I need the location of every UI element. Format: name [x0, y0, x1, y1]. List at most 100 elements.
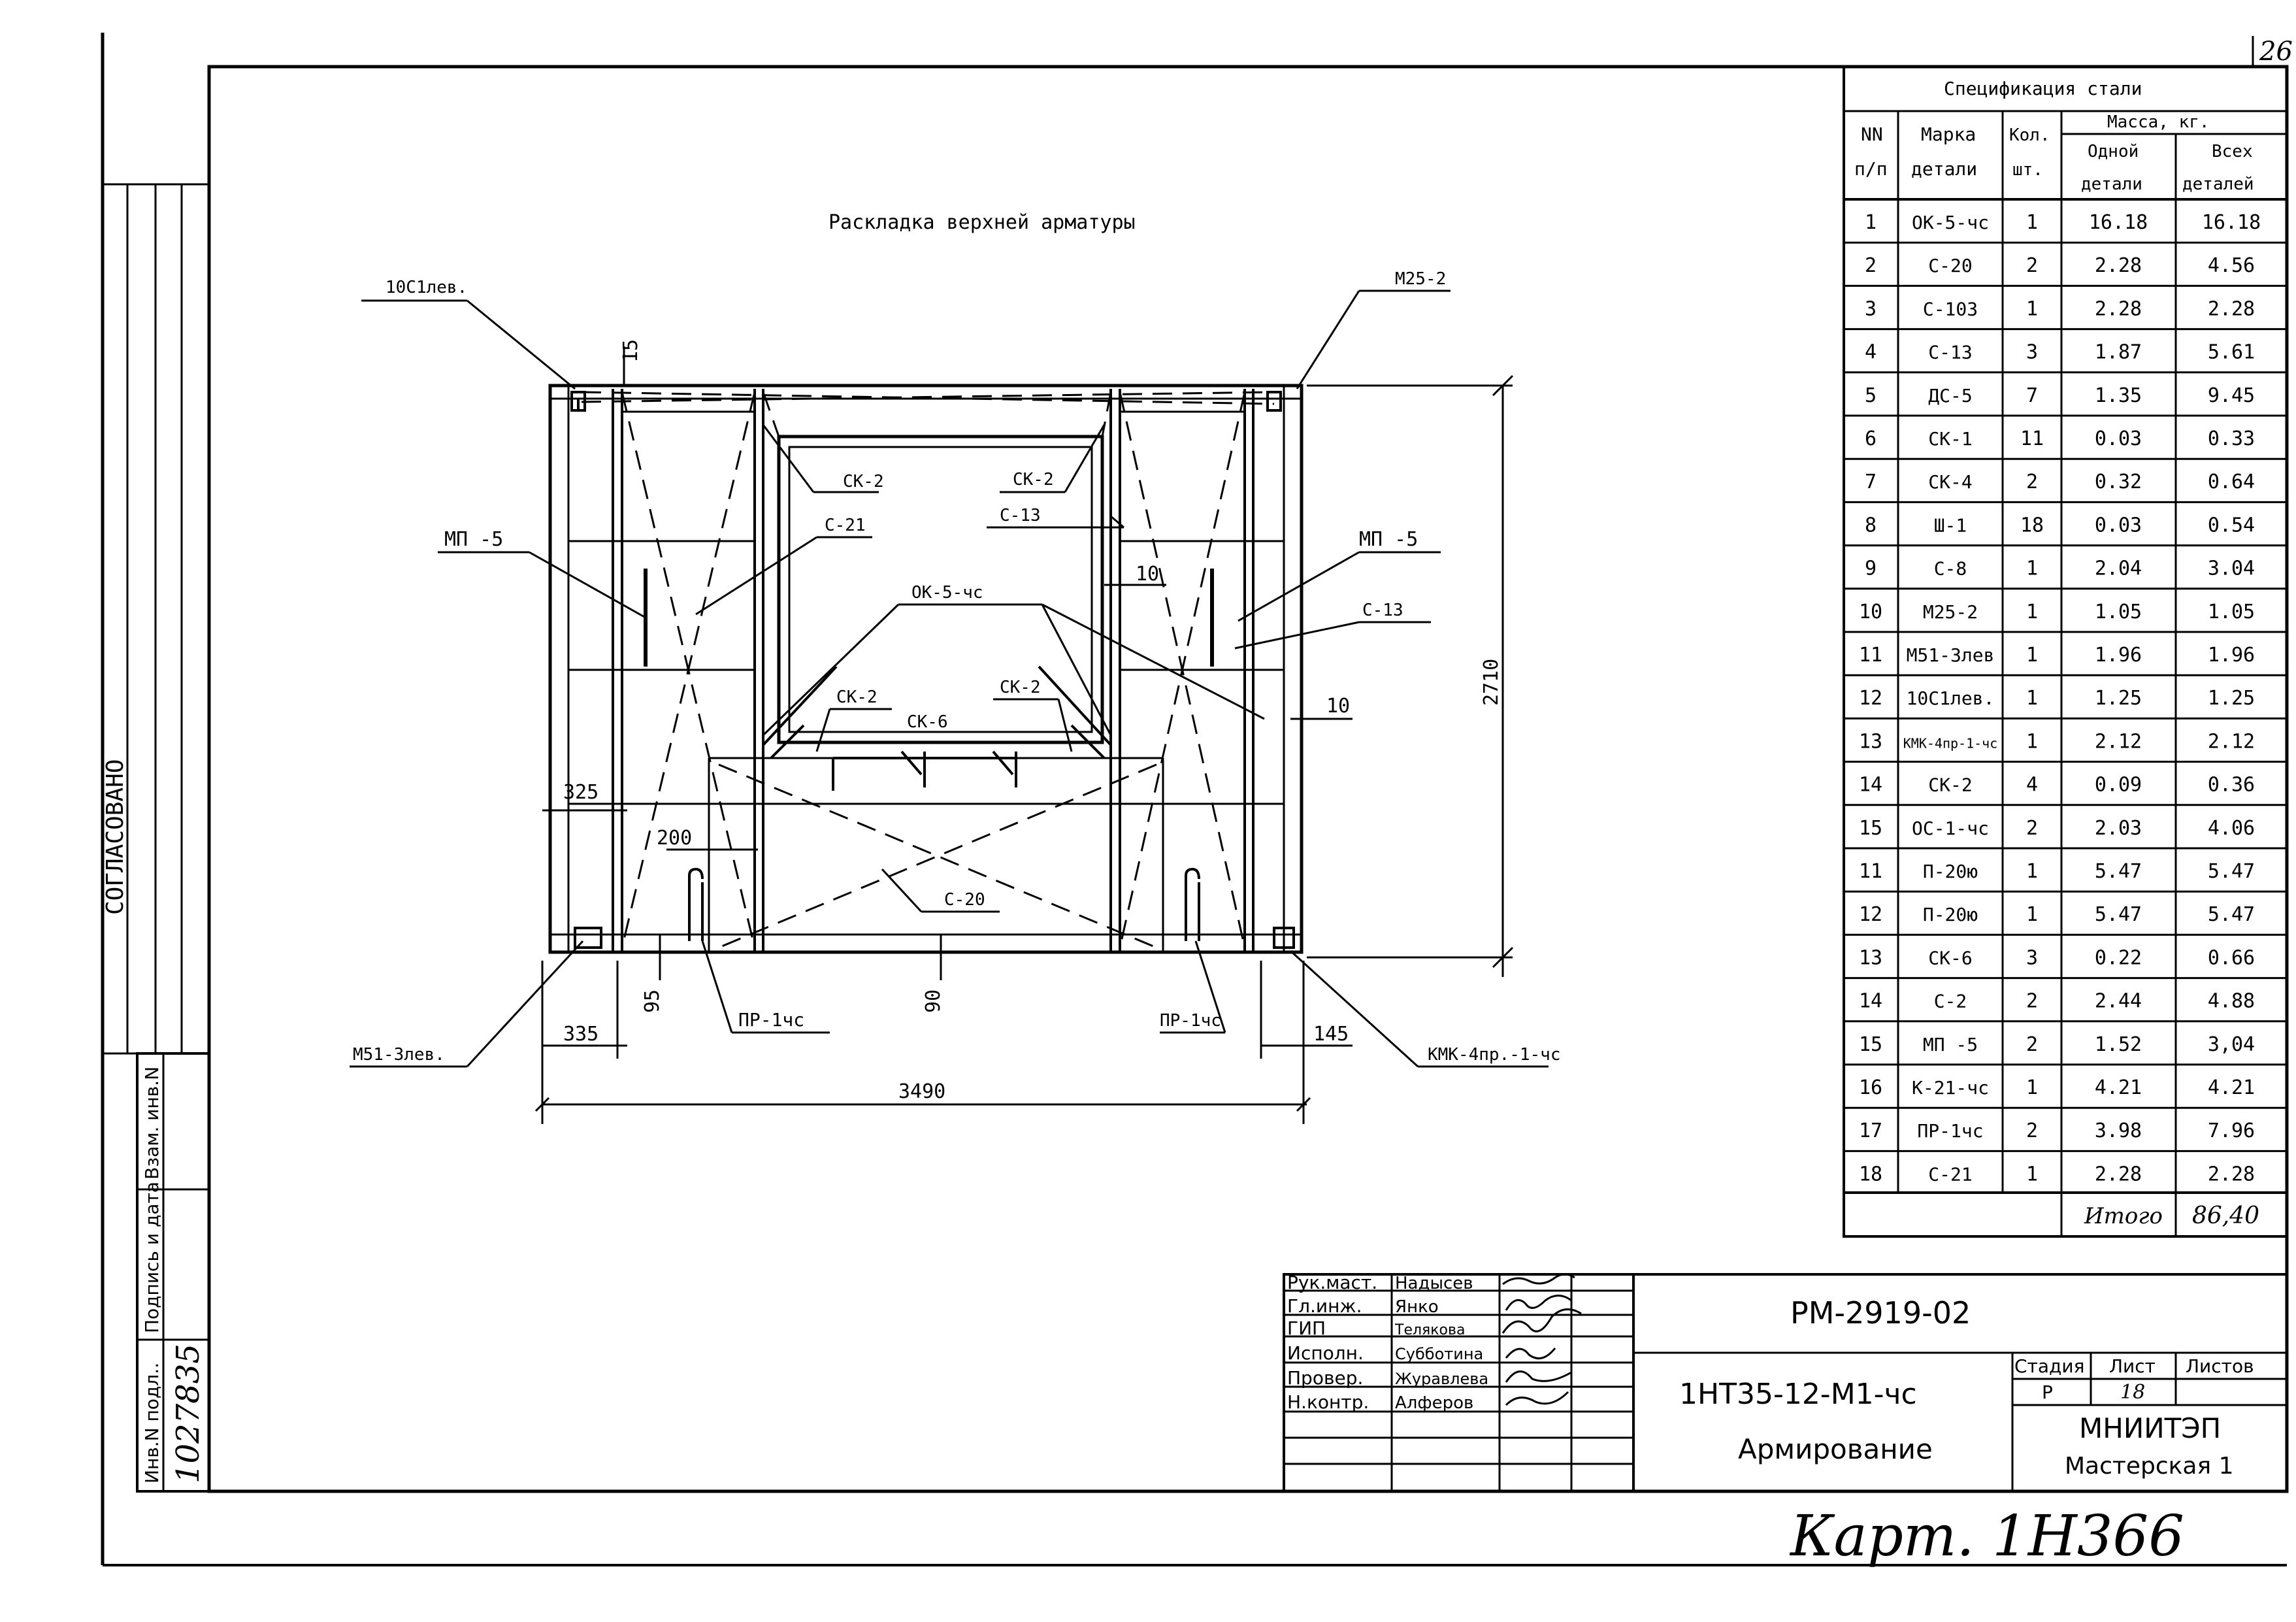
spec-cell-k: 1: [2026, 903, 2038, 926]
spec-cell-k: 1: [2026, 687, 2038, 710]
spec-cell-m: М51-3лев: [1907, 644, 1995, 666]
spec-cell-one: 2.28: [2095, 254, 2142, 277]
spec-cell-k: 2: [2026, 990, 2038, 1013]
callout-ck2-a: СК-2: [843, 472, 884, 491]
spec-cell-k: 1: [2026, 297, 2038, 320]
spec-cell-m: ДС-5: [1928, 385, 1972, 406]
spec-cell-one: 1.35: [2095, 384, 2142, 407]
spec-cell-all: 5.61: [2208, 341, 2255, 364]
spec-cell-all: 2.28: [2208, 297, 2255, 320]
spec-cell-one: 0.03: [2095, 514, 2142, 537]
name-2: Янко: [1395, 1297, 1439, 1317]
spec-cell-one: 1.25: [2095, 687, 2142, 710]
dim-145: 145: [1313, 1023, 1349, 1046]
spec-cell-k: 7: [2026, 384, 2038, 407]
spec-cell-m: ОК-5-чс: [1912, 212, 1989, 233]
spec-cell-one: 3.98: [2095, 1119, 2142, 1142]
spec-cell-n: 17: [1859, 1119, 1882, 1142]
workshop-name: Мастерская 1: [2065, 1453, 2234, 1480]
spec-cell-k: 3: [2026, 946, 2038, 969]
spec-h-marka2: детали: [1911, 158, 1977, 180]
spec-cell-m: С-2: [1934, 991, 1967, 1012]
callout-c13-b: С-13: [1362, 601, 1403, 620]
spec-total-value: 86,40: [2192, 1202, 2259, 1229]
dim-95: 95: [641, 989, 664, 1013]
spec-cell-n: 13: [1859, 946, 1882, 969]
diagonal-bars: [581, 391, 1275, 949]
agreed-label: СОГЛАСОВАНО: [102, 759, 129, 915]
spec-h-mass: Масса, кг.: [2107, 112, 2210, 132]
role-4: Исполн.: [1287, 1342, 1364, 1364]
spec-table-grid: [1843, 65, 2288, 1238]
spec-cell-m: С-13: [1928, 342, 1972, 363]
spec-cell-m: СК-2: [1928, 774, 1972, 796]
spec-cell-m: МП -5: [1923, 1034, 1978, 1055]
corner-bars: [570, 391, 1295, 949]
org-name: МНИИТЭП: [2079, 1412, 2221, 1444]
doc-code: РМ-2919-02: [1790, 1295, 1971, 1331]
callout-ck2-c: СК-2: [836, 687, 877, 707]
dim-325: 325: [563, 781, 599, 804]
spec-h-nn: NN: [1861, 124, 1883, 145]
callout-kmk: КМК-4пр.-1-чс: [1428, 1045, 1561, 1065]
dim-10-b: 10: [1326, 695, 1350, 718]
spec-cell-k: 3: [2026, 341, 2038, 364]
sheet-title: Армирование: [1738, 1433, 1933, 1465]
spec-cell-k: 2: [2026, 471, 2038, 493]
stamp-inv-number: 1027835: [170, 1344, 206, 1483]
spec-cell-all: 4.88: [2208, 990, 2255, 1013]
spec-cell-k: 1: [2026, 557, 2038, 580]
spec-cell-k: 1: [2026, 860, 2038, 883]
callout-c13-a: С-13: [1000, 506, 1041, 525]
sheets-header: Листов: [2186, 1355, 2254, 1377]
spec-h-all2: деталей: [2182, 174, 2254, 194]
name-3: Телякова: [1394, 1322, 1465, 1338]
spec-cell-n: 1: [1865, 211, 1877, 234]
spec-cell-one: 2.28: [2095, 297, 2142, 320]
callout-m51: М51-3лев.: [353, 1045, 445, 1065]
spec-cell-all: 1.05: [2208, 601, 2255, 623]
role-1: Рук.маст.: [1287, 1272, 1377, 1293]
sheet-value: 18: [2120, 1381, 2145, 1404]
spec-h-all1: Всех: [2212, 142, 2253, 161]
spec-cell-one: 0.03: [2095, 427, 2142, 450]
spec-cell-one: 16.18: [2089, 211, 2148, 234]
spec-cell-one: 2.12: [2095, 730, 2142, 753]
sheet-corner-number: 26: [2259, 37, 2293, 67]
callout-pr-right: ПР-1чс: [1160, 1011, 1221, 1031]
spec-cell-k: 18: [2020, 514, 2044, 537]
spec-h-one2: детали: [2081, 174, 2142, 194]
spec-cell-k: 2: [2026, 254, 2038, 277]
spec-cell-m: СК-6: [1928, 947, 1972, 968]
name-6: Алферов: [1395, 1393, 1473, 1413]
spec-cell-one: 4.21: [2095, 1076, 2142, 1099]
spec-cell-k: 11: [2020, 427, 2044, 450]
spec-cell-m: СК-4: [1928, 471, 1972, 493]
spec-cell-one: 5.47: [2095, 860, 2142, 883]
drawing-title: Раскладка верхней арматуры: [828, 211, 1136, 234]
spec-cell-n: 5: [1865, 384, 1877, 407]
spec-cell-n: 4: [1865, 341, 1877, 364]
callout-mp5-left: МП -5: [444, 528, 503, 551]
spec-cell-m: П-20ю: [1923, 904, 1978, 925]
spec-cell-all: 16.18: [2202, 211, 2261, 234]
spec-cell-all: 3,04: [2208, 1033, 2255, 1056]
spec-cell-m: ПР-1чс: [1917, 1120, 1983, 1142]
spec-cell-one: 2.44: [2095, 990, 2142, 1013]
spec-cell-one: 1.96: [2095, 644, 2142, 667]
spec-cell-all: 4.06: [2208, 817, 2255, 840]
callout-pr-left: ПР-1чс: [738, 1009, 804, 1031]
spec-cell-n: 13: [1859, 730, 1882, 753]
callout-mp5-right: МП -5: [1359, 528, 1418, 551]
spec-cell-n: 14: [1859, 774, 1882, 797]
spec-cell-all: 2.12: [2208, 730, 2255, 753]
callout-ck2-d: СК-2: [1000, 678, 1041, 697]
spec-cell-all: 2.28: [2208, 1163, 2255, 1185]
spec-cell-all: 0.33: [2208, 427, 2255, 450]
spec-cell-all: 0.64: [2208, 471, 2255, 493]
dim-3490: 3490: [898, 1080, 945, 1103]
spec-cell-m: КМК-4пр-1-чс: [1903, 735, 1998, 751]
spec-cell-n: 7: [1865, 471, 1877, 493]
